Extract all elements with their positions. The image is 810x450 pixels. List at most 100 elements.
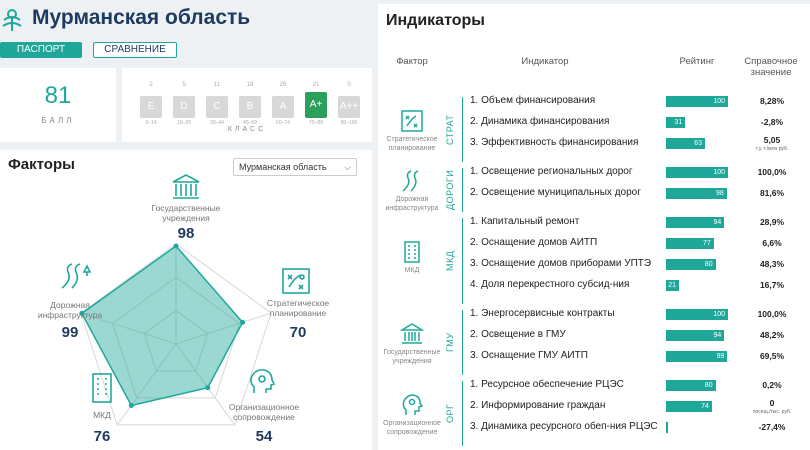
- class-count: 5: [182, 82, 186, 88]
- lightbulb-head-icon: [402, 393, 424, 415]
- class-cell-c[interactable]: C: [206, 96, 228, 118]
- group-icon-wrap: [378, 240, 446, 269]
- group-tag: СТРАТ: [445, 114, 455, 145]
- class-count: 0: [347, 82, 351, 88]
- apartment-building-icon: [92, 373, 112, 403]
- rating-value: 63: [694, 140, 703, 147]
- rating-bar: 99: [666, 351, 728, 362]
- chevron-down-icon: ⌵: [344, 162, 351, 172]
- radar-axis: [175, 312, 272, 345]
- reference-value: 0: [769, 398, 775, 408]
- radar-point: [128, 402, 134, 408]
- rating-bar: 100: [666, 309, 728, 320]
- passport-button[interactable]: ПАСПОРТ: [0, 42, 82, 58]
- indicator-name: 3. Оснащение ГМУ АИТП: [470, 350, 588, 361]
- indicator-name: 4. Доля перекрестного субсид-ния: [470, 279, 630, 290]
- indicator-name: 1. Капитальный ремонт: [470, 216, 580, 227]
- group-icon-wrap: [378, 109, 446, 138]
- group-label: Стратегическое планирование: [386, 135, 438, 152]
- score-label: БАЛЛ: [41, 116, 75, 125]
- class-range: 90–100: [340, 120, 358, 126]
- factor-label-org: Организационное сопровождение: [228, 402, 300, 422]
- class-cell-aplusplus[interactable]: A++: [338, 96, 360, 118]
- factors-panel: Факторы Мурманская область ⌵ Государстве…: [0, 150, 372, 450]
- road-icon: [402, 170, 419, 192]
- region-logo-icon: [2, 9, 22, 31]
- rating-value: 77: [702, 240, 711, 247]
- reference-value: 6,6%: [762, 238, 782, 248]
- group-divider: [462, 218, 463, 304]
- factor-label-plan: Стратегическое планирование: [266, 298, 330, 318]
- page-title: Мурманская область: [32, 6, 251, 29]
- compare-button[interactable]: СРАВНЕНИЕ: [93, 42, 177, 58]
- reference-value: 81,6%: [759, 188, 785, 198]
- rating-bar: 63: [666, 138, 706, 149]
- factor-value-org: 54: [255, 428, 273, 445]
- rating-bar: 98: [666, 188, 727, 199]
- group-icon-wrap: [378, 322, 446, 351]
- rating-value: 100: [713, 169, 725, 176]
- road-icon: [61, 263, 92, 289]
- rating-bar: [666, 422, 668, 433]
- class-range: 75–89: [309, 120, 323, 126]
- reference-value: 16,7%: [759, 280, 785, 290]
- factor-label-gov: Государственные учреждения: [151, 203, 221, 223]
- class-count: 18: [246, 82, 254, 88]
- factors-title: Факторы: [8, 156, 75, 173]
- factor-value-road: 99: [61, 324, 79, 341]
- rating-bar: 100: [666, 167, 728, 178]
- indicators-title: Индикаторы: [386, 12, 485, 29]
- reference-unit: посещ./тыс. руб.: [752, 409, 792, 415]
- factor-value-plan: 70: [289, 324, 307, 341]
- government-building-icon: [399, 322, 425, 344]
- class-cell-b[interactable]: B: [239, 96, 261, 118]
- indicator-name: 1. Ресурсное обеспечение РЦЭС: [470, 379, 624, 390]
- group-tag: ГМУ: [445, 332, 455, 353]
- reference-value: 100,0%: [757, 167, 787, 177]
- group-icon-wrap: [378, 169, 446, 198]
- class-range: 60–74: [276, 120, 290, 126]
- rating-bar: 94: [666, 217, 725, 228]
- radar-series: [80, 244, 244, 407]
- region-select-value: Мурманская область: [239, 162, 327, 172]
- group-divider: [462, 168, 463, 212]
- region-select[interactable]: Мурманская область ⌵: [233, 158, 357, 176]
- class-cell-aplus[interactable]: A+: [305, 92, 327, 118]
- rating-value: 80: [704, 261, 713, 268]
- group-divider: [462, 310, 463, 375]
- class-cell-d[interactable]: D: [173, 96, 195, 118]
- class-range: 0–14: [145, 120, 157, 126]
- rating-value: 80: [704, 382, 713, 389]
- indicator-name: 2. Динамика финансирования: [470, 116, 610, 127]
- rating-bar: 94: [666, 330, 725, 341]
- class-cell-e[interactable]: E: [140, 96, 162, 118]
- indicator-name: 3. Оснащение домов приборами УПТЭ: [470, 258, 652, 269]
- header-ref: Справочное значение: [744, 56, 798, 78]
- rating-value: 100: [713, 98, 725, 105]
- reference-value: 8,28%: [759, 96, 785, 106]
- group-label: МКД: [404, 267, 420, 274]
- radar-chart: [79, 243, 272, 426]
- radar-point: [240, 319, 246, 325]
- class-label: КЛАСС: [227, 126, 267, 133]
- group-tag: ДОРОГИ: [445, 169, 455, 211]
- radar-axis: [80, 312, 177, 345]
- factor-label-road: Дорожная инфраструктура: [37, 300, 103, 320]
- rating-bar: 74: [666, 401, 712, 412]
- group-icon-wrap: [378, 393, 446, 422]
- radar-grid-ring: [112, 276, 240, 399]
- rating-value: 94: [713, 219, 722, 226]
- factor-value-gov: 98: [177, 225, 195, 242]
- header-indicator: Индикатор: [521, 56, 569, 67]
- rating-value: 94: [713, 332, 722, 339]
- apartment-building-icon: [404, 241, 420, 263]
- class-cell-a[interactable]: A: [272, 96, 294, 118]
- indicator-name: 2. Информирование граждан: [470, 400, 606, 411]
- reference-value: 69,5%: [759, 351, 785, 361]
- rating-bar: 77: [666, 238, 714, 249]
- header-rating: Рейтинг: [679, 56, 715, 67]
- rating-bar: 21: [666, 280, 680, 291]
- indicator-name: 2. Освещение муниципальных дорог: [470, 187, 641, 198]
- rating-bar: 80: [666, 259, 716, 270]
- class-range: 45–59: [243, 120, 257, 126]
